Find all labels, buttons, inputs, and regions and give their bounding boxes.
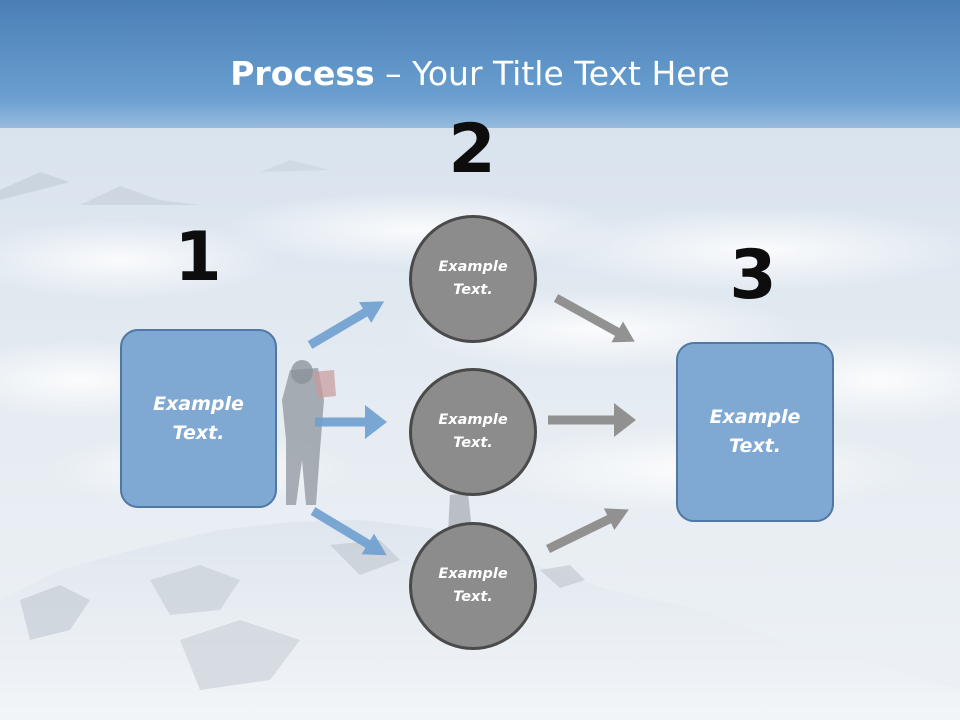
- step-1-text: Example Text.: [153, 392, 244, 444]
- step-3-text: Example Text.: [709, 406, 801, 457]
- arrow-to-middle-circle: [315, 405, 387, 439]
- step-3-number: 3: [729, 236, 777, 315]
- step-2-circle-top-text: Example Text.: [438, 259, 508, 298]
- slide-title: Process – Your Title Text Here: [0, 52, 960, 96]
- step-2-circle-bottom-text: Example Text.: [438, 566, 508, 605]
- arrow-to-top-circle: [307, 301, 385, 349]
- arrow-to-bottom-circle: [310, 507, 387, 556]
- step-3-box[interactable]: Example Text.: [676, 342, 834, 522]
- step-2-circle-middle-text: Example Text.: [438, 412, 508, 451]
- step-2-circle-middle[interactable]: Example Text.: [409, 368, 537, 496]
- title-rest: – Your Title Text Here: [374, 54, 730, 93]
- arrow-top-to-box3: [553, 294, 635, 343]
- arrow-bottom-to-box3: [546, 508, 629, 554]
- arrow-middle-to-box3: [548, 403, 636, 437]
- step-1-box[interactable]: Example Text.: [120, 329, 277, 508]
- step-2-circle-top[interactable]: Example Text.: [409, 215, 537, 343]
- title-bold: Process: [230, 54, 375, 93]
- step-2-number: 2: [448, 110, 496, 189]
- step-2-circle-bottom[interactable]: Example Text.: [409, 522, 537, 650]
- step-1-number: 1: [174, 218, 222, 297]
